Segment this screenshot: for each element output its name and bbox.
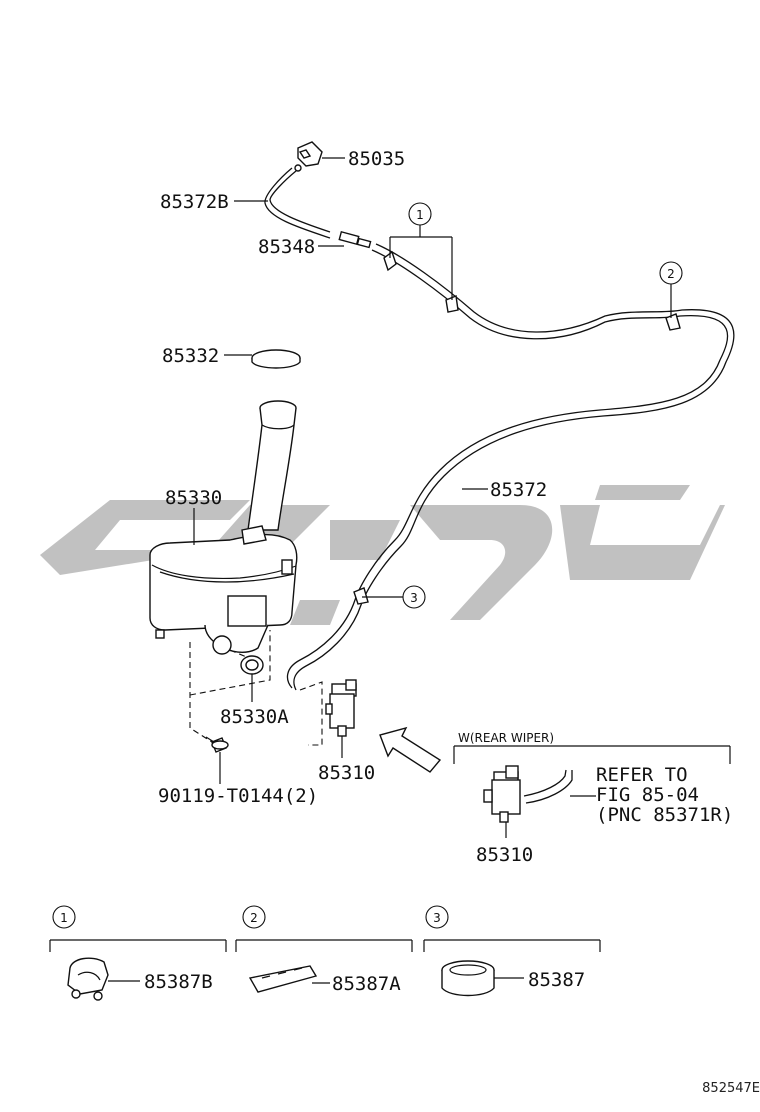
svg-text:2: 2 <box>250 911 258 925</box>
label-85372: 85372 <box>490 479 547 501</box>
washer-pump-front <box>325 679 357 737</box>
clamp-section-1: 1 <box>49 905 227 1001</box>
svg-text:1: 1 <box>60 911 68 925</box>
washer-nozzle <box>294 141 323 172</box>
phantom-lines <box>189 630 323 746</box>
callout-1: 1 <box>389 202 453 300</box>
callout-3: 3 <box>362 585 426 609</box>
svg-text:3: 3 <box>410 591 418 605</box>
hose-joint <box>338 230 372 249</box>
refer-line-3: (PNC 85371R) <box>596 804 733 826</box>
rear-wiper-title: W(REAR WIPER) <box>458 731 554 745</box>
hose-clip-d <box>353 587 369 605</box>
rear-wiper-section: W(REAR WIPER) <box>453 731 731 823</box>
label-85387: 85387 <box>528 969 585 991</box>
hose-clip-c <box>665 313 681 331</box>
label-85332: 85332 <box>162 345 219 367</box>
washer-tank <box>149 400 298 655</box>
diagram-code: 852547E <box>702 1081 760 1096</box>
refer-line-2: FIG 85-04 <box>596 784 699 806</box>
label-bolt: 90119-T0144(2) <box>158 785 318 807</box>
clamp-section-2: 2 <box>235 905 413 993</box>
hose-clip-a <box>383 250 397 272</box>
label-85310-rear: 85310 <box>476 844 533 866</box>
label-85387a: 85387A <box>332 973 401 995</box>
label-85035: 85035 <box>348 148 405 170</box>
label-85372b: 85372B <box>160 191 229 213</box>
label-85330a: 85330A <box>220 706 289 728</box>
bolt <box>205 736 229 753</box>
svg-text:2: 2 <box>667 267 675 281</box>
hose-85372 <box>286 243 735 691</box>
hose-85372b <box>269 170 331 233</box>
label-85330: 85330 <box>165 487 222 509</box>
hose-clip-b <box>445 295 459 313</box>
label-85310-front: 85310 <box>318 762 375 784</box>
clamp-section-3: 3 <box>423 905 601 997</box>
svg-text:3: 3 <box>433 911 441 925</box>
callout-2: 2 <box>659 261 683 318</box>
refer-line-1: REFER TO <box>596 764 688 786</box>
grommet <box>240 655 264 675</box>
tank-cap <box>251 349 301 369</box>
svg-text:1: 1 <box>416 208 424 222</box>
label-85387b: 85387B <box>144 971 213 993</box>
label-85348: 85348 <box>258 236 315 258</box>
watermark-logo <box>40 485 725 625</box>
direction-arrow <box>379 726 442 773</box>
